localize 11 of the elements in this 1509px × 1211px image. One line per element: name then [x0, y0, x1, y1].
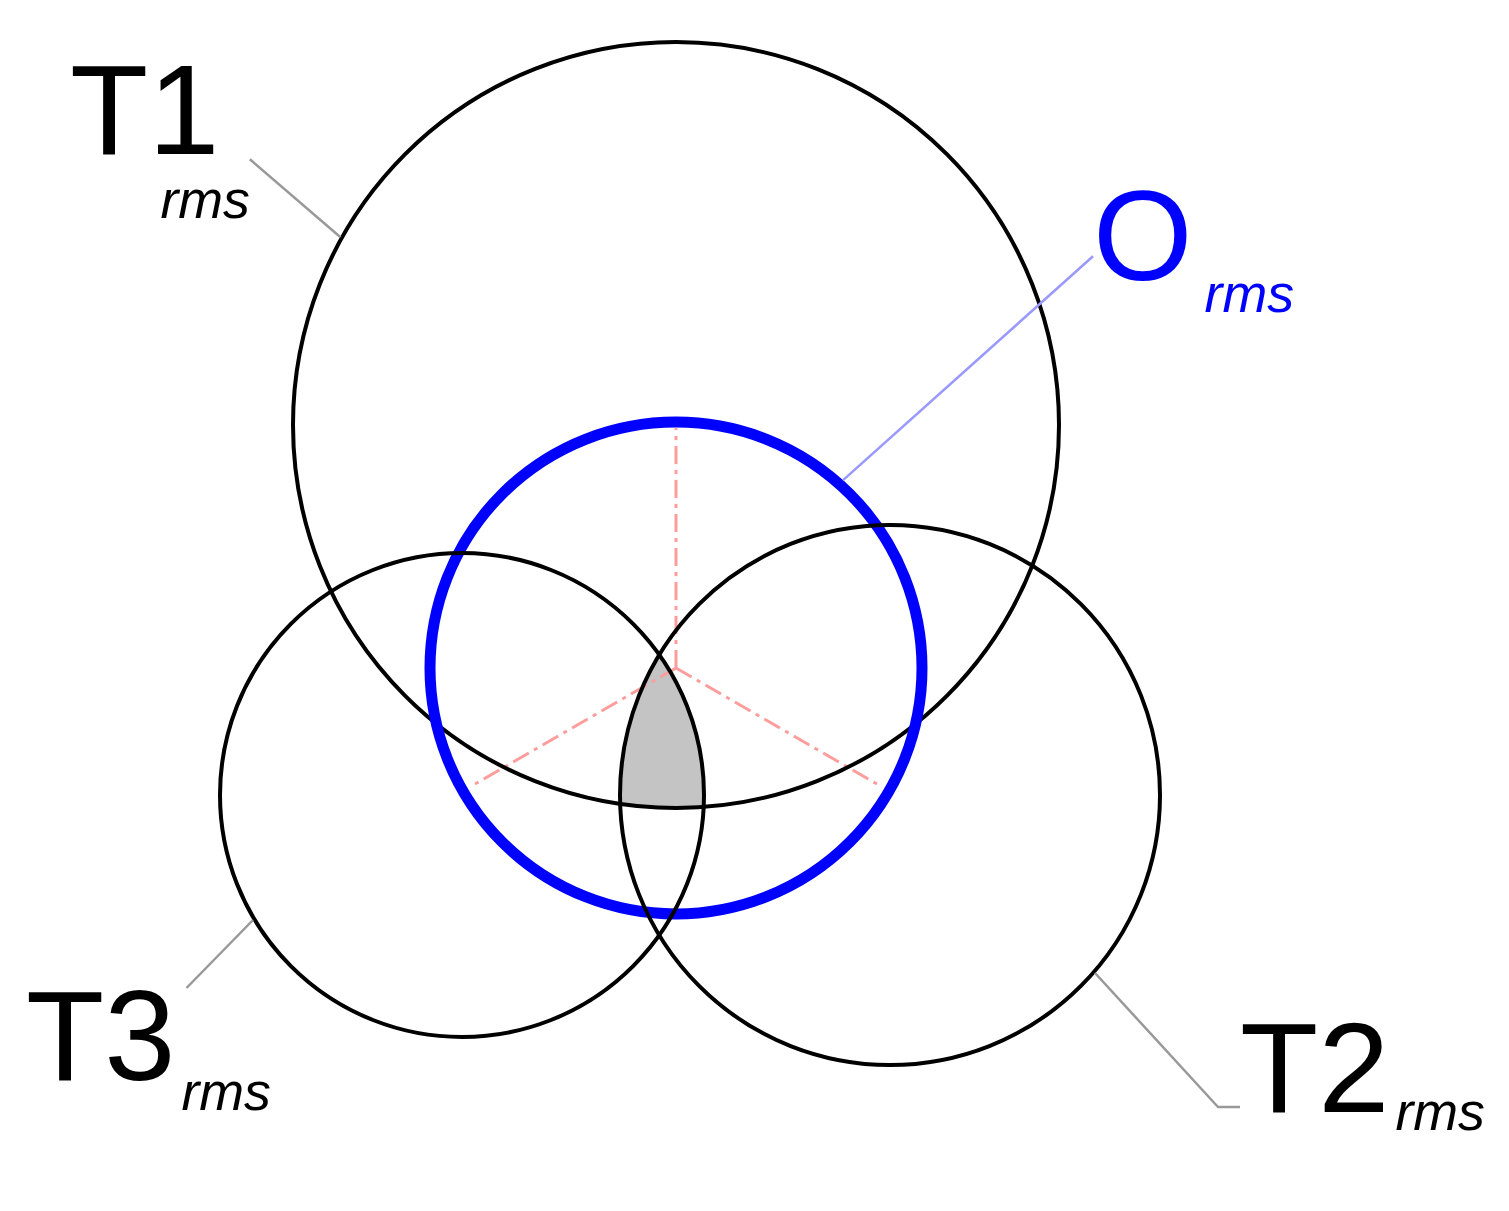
circle-outline: [218, 551, 706, 1039]
leader-line: [249, 158, 342, 239]
circle-outline: [618, 523, 1162, 1067]
leader-line: [185, 919, 254, 989]
variable-label: T2$_{rms}$: [1240, 1020, 1485, 1132]
variable-label: T3$_{rms}$: [26, 988, 271, 1112]
circle-outline: [291, 40, 1061, 810]
leader-line: [841, 255, 1094, 482]
circle-outline: [424, 416, 928, 920]
leader-line: [1094, 972, 1240, 1109]
variable-label: O$_{rms}$: [1093, 188, 1295, 314]
